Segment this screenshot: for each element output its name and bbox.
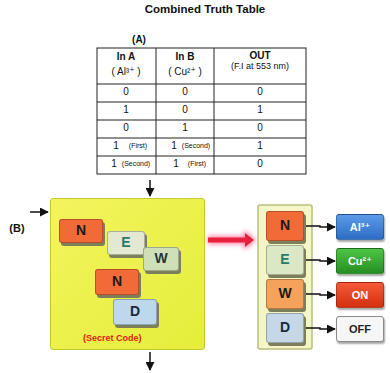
output-box: OFF: [336, 316, 384, 342]
letter-tile: D: [266, 313, 304, 343]
column-header: ( Al³⁺ ): [98, 66, 154, 77]
connector-arrow: [305, 294, 335, 295]
output-box: Cu²⁺: [336, 248, 384, 274]
letter-tile: W: [266, 279, 304, 309]
tile-letter: E: [121, 235, 130, 250]
column-header: In A: [98, 51, 154, 62]
decode-arrow: [208, 230, 256, 250]
table-title: Combined Truth Table: [105, 3, 305, 16]
table-cell: 1: [108, 158, 120, 169]
table-cell: 0: [170, 86, 200, 97]
table-cell: 1: [111, 104, 141, 115]
tile-letter: N: [112, 274, 122, 289]
truth-table-grid: [97, 48, 306, 174]
table-cell-note: (Second): [119, 160, 153, 168]
part-label: (A): [124, 34, 154, 45]
table-cell: 0: [111, 86, 141, 97]
table-cell: 0: [170, 104, 200, 115]
letter-tile: N: [95, 269, 139, 295]
connector-arrow: [305, 328, 335, 329]
letter-tile: E: [266, 245, 304, 275]
letter-tile: N: [59, 219, 103, 243]
letter-tile: N: [266, 211, 304, 241]
output-text: Al³⁺: [350, 221, 370, 233]
column-header: OUT: [220, 50, 300, 61]
output-text: ON: [352, 289, 369, 301]
table-cell-note: (First): [181, 160, 213, 168]
table-cell: 1: [245, 140, 275, 151]
tile-letter: N: [280, 218, 290, 233]
output-box: ON: [336, 282, 384, 308]
tile-letter: E: [280, 252, 289, 267]
table-cell-note: (First): [122, 142, 154, 150]
column-header: ( Cu²⁺ ): [157, 66, 213, 77]
column-header: (F.I at 553 nm): [228, 62, 292, 72]
tile-letter: W: [278, 286, 291, 301]
tile-letter: W: [154, 251, 167, 266]
output-arrow: [149, 352, 151, 370]
tile-letter: D: [130, 304, 140, 319]
column-header: In B: [157, 51, 213, 62]
table-cell: 0: [245, 158, 275, 169]
input-arrow: [30, 211, 48, 213]
letter-tile: E: [107, 231, 145, 255]
decoded-panel: [258, 205, 312, 349]
code-caption: (Secret Code): [83, 334, 142, 344]
table-cell: 1: [170, 158, 182, 169]
table-cell: 0: [245, 86, 275, 97]
table-cell: 0: [111, 122, 141, 133]
part-label: (B): [2, 222, 32, 234]
output-text: OFF: [349, 323, 371, 335]
input-arrow: [149, 180, 151, 196]
connector-arrow: [305, 226, 335, 227]
letter-tile: W: [143, 247, 179, 271]
output-box: Al³⁺: [336, 214, 384, 240]
connector-arrow: [305, 260, 335, 261]
table-cell: 1: [170, 122, 200, 133]
table-cell: 0: [245, 122, 275, 133]
table-cell: 1: [168, 140, 180, 151]
tile-letter: N: [76, 223, 86, 238]
letter-tile: D: [113, 299, 157, 325]
tile-letter: D: [280, 320, 290, 335]
code-panel: (Secret Code)NEWND: [50, 198, 205, 350]
table-cell-note: (Second): [179, 142, 213, 150]
table-cell: 1: [245, 104, 275, 115]
output-text: Cu²⁺: [348, 255, 372, 267]
table-cell: 1: [110, 140, 122, 151]
